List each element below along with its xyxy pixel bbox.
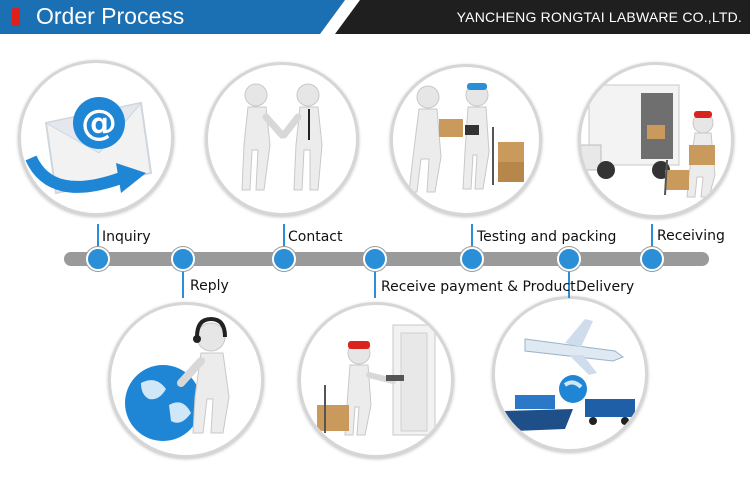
svg-text:@: @	[81, 103, 117, 144]
payment-image	[298, 302, 454, 458]
inquiry-image: @	[18, 60, 174, 216]
contact-image	[205, 62, 359, 216]
reply-dot	[171, 247, 195, 271]
step-label-contact: Contact	[288, 229, 343, 245]
testing-packing-image	[390, 64, 542, 216]
title-marker	[12, 8, 20, 26]
inquiry-connector	[97, 224, 99, 254]
reply-image	[108, 302, 264, 458]
receiving-dot	[640, 247, 664, 271]
header-background	[0, 0, 750, 34]
delivery-image	[492, 296, 648, 452]
step-label-receiving: Receiving	[657, 228, 725, 244]
truck-unloading-icon	[581, 84, 716, 198]
header-bar: Order Process YANCHENG RONGTAI LABWARE C…	[0, 0, 750, 34]
inquiry-dot	[86, 247, 110, 271]
step-label-testing: Testing and packing	[477, 229, 617, 245]
testing-connector	[471, 224, 473, 254]
contact-connector	[283, 224, 285, 254]
company-name: YANCHENG RONGTAI LABWARE CO.,LTD.	[456, 9, 742, 25]
reply-connector	[182, 264, 184, 298]
plane-ship-truck-icon	[503, 319, 635, 431]
testing-dot	[460, 247, 484, 271]
receiving-image	[578, 62, 734, 218]
payment-connector	[374, 264, 376, 298]
contact-dot	[272, 247, 296, 271]
step-label-payment: Receive payment & Product	[381, 279, 576, 295]
step-label-reply: Reply	[190, 278, 229, 294]
step-label-delivery: Delivery	[576, 279, 635, 295]
email-at-icon: @	[25, 97, 153, 195]
receiving-connector	[651, 224, 653, 254]
packing-boxes-icon	[408, 83, 524, 193]
handshake-icon	[241, 83, 323, 191]
page-title: Order Process	[36, 3, 185, 29]
payment-dot	[363, 247, 387, 271]
globe-headset-icon	[125, 316, 230, 441]
delivery-dot	[557, 247, 581, 271]
delivery-signing-icon	[317, 324, 436, 436]
delivery-connector	[568, 264, 570, 298]
step-label-inquiry: Inquiry	[102, 229, 151, 245]
